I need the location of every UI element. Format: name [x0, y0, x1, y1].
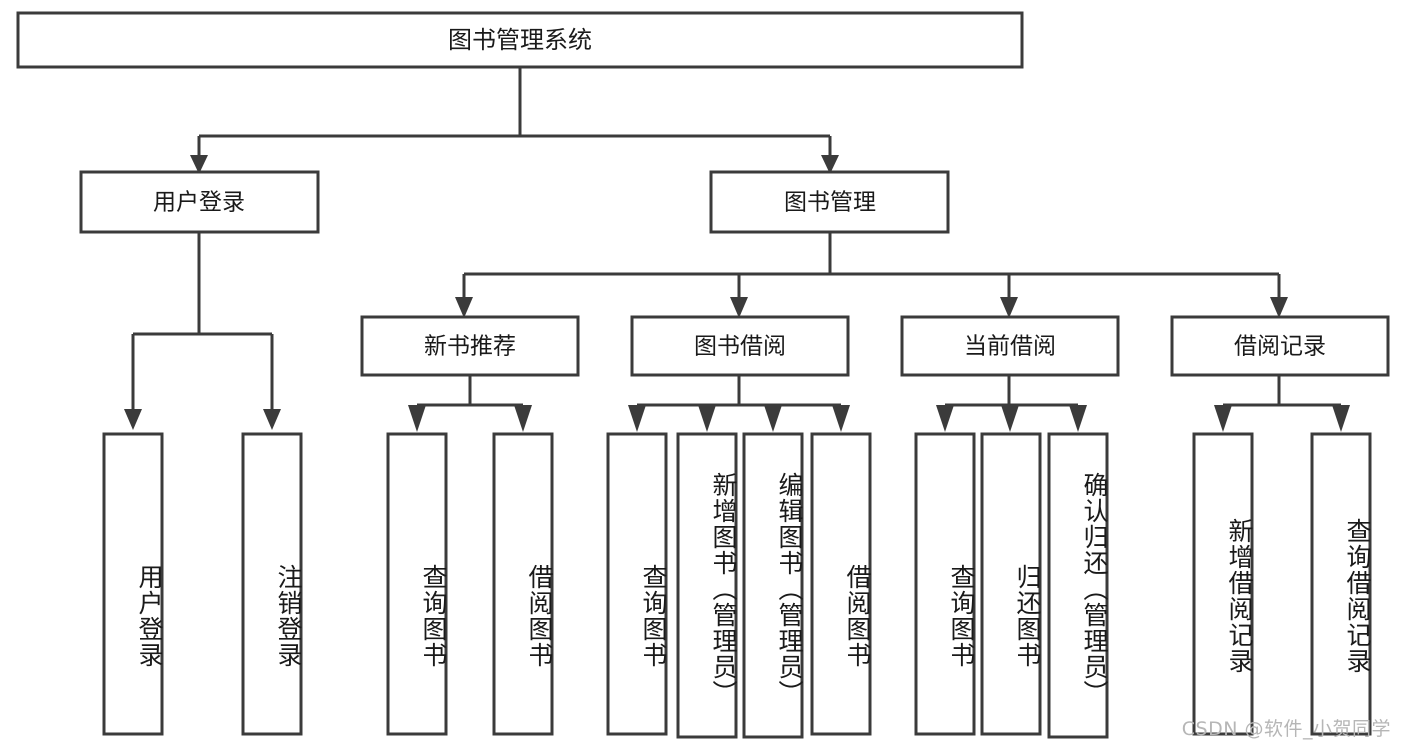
arrow-head-leaf-borrowrecord-2: [1332, 405, 1350, 432]
arrow-head-leaf-bookborrow-1: [628, 405, 646, 432]
arrow-head-level3-4: [1270, 297, 1288, 318]
leaf-box-borrowrecord-1[interactable]: [1192, 432, 1254, 736]
node-current-borrow[interactable]: 当前借阅: [900, 315, 1120, 377]
arrow-head-leaf-newbook-2: [514, 405, 532, 432]
node-new-book-recommend[interactable]: 新书推荐: [360, 315, 580, 377]
node-current-borrow-box[interactable]: [900, 315, 1120, 377]
node-root-box[interactable]: [16, 11, 1024, 69]
leaf-box-borrowrecord-2[interactable]: [1310, 432, 1372, 736]
arrow-head-leaf-bookborrow-2: [698, 405, 716, 432]
leaf-box-bookborrow-4[interactable]: [810, 432, 872, 736]
node-current-borrow-label: 当前借阅: [964, 334, 1056, 360]
node-borrow-record-label: 借阅记录: [1234, 334, 1326, 360]
arrow-head-leaf-currentborrow-3: [1069, 405, 1087, 432]
node-root[interactable]: 图书管理系统: [16, 11, 1024, 69]
connector-group-userlogin: [124, 232, 281, 430]
arrow-head-level3-3: [1000, 297, 1018, 318]
node-book-borrow[interactable]: 图书借阅: [630, 315, 850, 377]
leaf-box-currentborrow-2[interactable]: [980, 432, 1042, 736]
leaf-box-currentborrow-1[interactable]: [914, 432, 976, 736]
arrow-head-leaf-bookborrow-4: [832, 405, 850, 432]
leaf-box-bookborrow-2[interactable]: [676, 432, 738, 739]
leaf-box-user-login-2[interactable]: [241, 432, 303, 736]
leaf-box-bookborrow-1[interactable]: [606, 432, 668, 736]
arrow-head-userlogin: [190, 155, 208, 174]
node-borrow-record[interactable]: 借阅记录: [1170, 315, 1390, 377]
node-book-borrow-label: 图书借阅: [694, 334, 786, 360]
arrow-head-leaf-bookborrow-3: [764, 405, 782, 432]
arrow-head-leaf-user-login-2: [263, 409, 281, 430]
connector-group-borrowrecord: [1214, 375, 1350, 432]
node-user-login-box[interactable]: [79, 170, 320, 234]
arrow-head-leaf-user-login-1: [124, 409, 142, 430]
connector-group-bookmgmt: [455, 232, 1288, 318]
arrow-head-leaf-newbook-1: [408, 405, 426, 432]
arrow-head-bookmgmt: [821, 155, 839, 174]
connector-group-bookborrow: [628, 375, 850, 432]
arrow-head-leaf-currentborrow-2: [1001, 405, 1019, 432]
node-borrow-record-box[interactable]: [1170, 315, 1390, 377]
connector-group-root: [190, 68, 839, 174]
node-new-book-recommend-box[interactable]: [360, 315, 580, 377]
connector-group-currentborrow: [936, 375, 1087, 432]
node-new-book-recommend-label: 新书推荐: [424, 334, 516, 360]
csdn-watermark: CSDN @软件_小贺同学: [1181, 718, 1391, 740]
arrow-head-leaf-borrowrecord-1: [1214, 405, 1232, 432]
node-user-login-label: 用户登录: [153, 190, 245, 216]
node-book-management[interactable]: 图书管理: [709, 170, 950, 234]
leaf-box-newbook-2[interactable]: [492, 432, 554, 736]
leaf-box-bookborrow-3[interactable]: [742, 432, 804, 739]
arrow-head-leaf-currentborrow-1: [936, 405, 954, 432]
connector-group-newbook: [408, 375, 532, 432]
leaf-box-user-login-1[interactable]: [102, 432, 164, 736]
node-user-login[interactable]: 用户登录: [79, 170, 320, 234]
leaf-box-newbook-1[interactable]: [386, 432, 448, 736]
node-book-management-box[interactable]: [709, 170, 950, 234]
node-book-borrow-box[interactable]: [630, 315, 850, 377]
arrow-head-level3-1: [455, 297, 473, 318]
leaf-box-currentborrow-3[interactable]: [1047, 432, 1109, 739]
node-root-label: 图书管理系统: [448, 26, 592, 54]
arrow-head-level3-2: [730, 297, 748, 318]
node-book-management-label: 图书管理: [784, 190, 876, 216]
